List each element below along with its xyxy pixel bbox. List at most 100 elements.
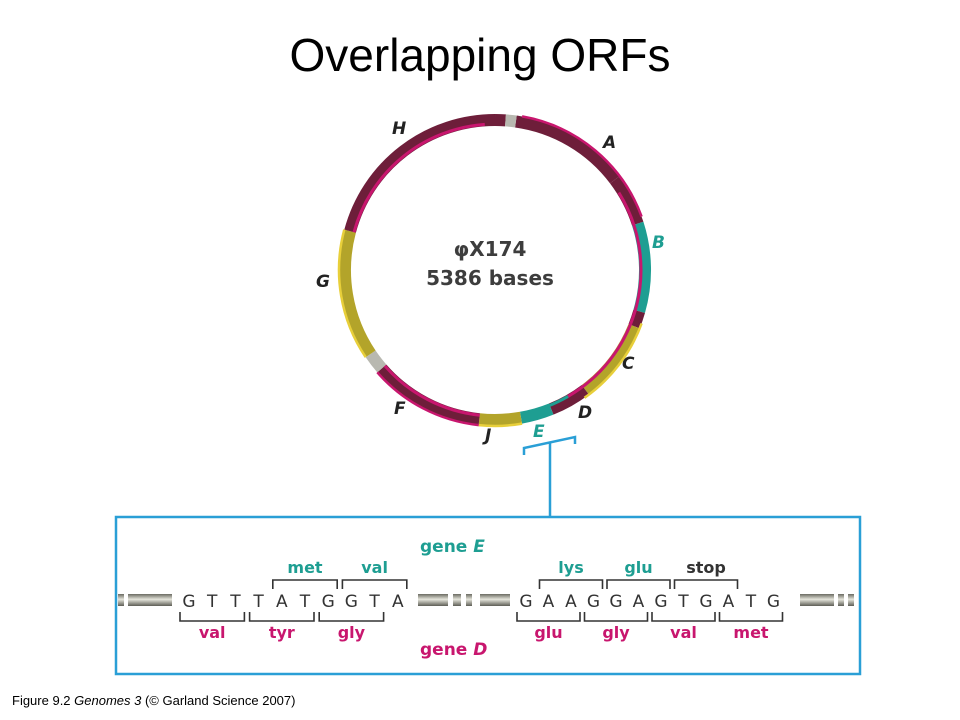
figure-caption: Figure 9.2 Genomes 3 (© Garland Science …: [12, 693, 295, 708]
codon-bracket: [248, 612, 315, 622]
dna-rod-mid-d: [480, 594, 510, 606]
outer-strand-c: [583, 322, 643, 399]
codon-bracket: [179, 612, 246, 622]
gene-label-d: D: [578, 403, 592, 423]
genome-map: [337, 114, 652, 428]
gene-a-segment-2: [609, 176, 644, 226]
phix174-diagram: φX174 5386 bases H A B C D E J F G gene …: [114, 114, 862, 676]
codon-bracket: [718, 612, 784, 622]
right-base: G: [609, 592, 622, 612]
inner-strand-e: [525, 395, 569, 415]
gene-label-f: F: [394, 399, 406, 419]
dna-rod-left-end: [118, 594, 124, 606]
gap-markers: [505, 114, 517, 128]
gene-a-tail-segment: [628, 309, 645, 329]
gene-label-j: J: [482, 426, 491, 446]
left-base: T: [206, 592, 218, 612]
amino-acid-label: tyr: [269, 623, 295, 642]
amino-acids: met val lys glu stop val tyr gly glu gly val met: [199, 558, 769, 642]
inner-strand-a: [567, 191, 643, 398]
genome-size: 5386 bases: [426, 266, 554, 290]
right-base: A: [633, 592, 645, 612]
codon-bracket: [516, 612, 581, 622]
gene-d-label: gene D: [420, 640, 487, 660]
genome-name: φX174: [454, 237, 527, 261]
caption-book: Genomes 3: [74, 693, 142, 708]
left-base: G: [182, 592, 195, 612]
dna-rod-mid-a: [418, 594, 448, 606]
right-base: G: [699, 592, 712, 612]
amino-acid-label: met: [287, 558, 323, 577]
amino-acid-label: glu: [624, 558, 652, 577]
codon-bracket: [673, 579, 739, 589]
right-base: A: [723, 592, 735, 612]
gene-label-h: H: [392, 119, 406, 139]
gene-label-b: B: [652, 233, 665, 253]
gene-label-c: C: [622, 354, 635, 374]
amino-acid-label: val: [361, 558, 388, 577]
gene-f-segment: [377, 364, 481, 426]
left-base: G: [345, 592, 358, 612]
gene-b-segment: [631, 221, 652, 313]
left-base: T: [229, 592, 241, 612]
inner-strand-f: [383, 364, 480, 417]
dna-rod-mid-c: [466, 594, 472, 606]
inner-strand-h: [352, 122, 485, 233]
right-base: A: [565, 592, 577, 612]
gene-e-label: gene E: [420, 537, 485, 557]
codon-bracket: [538, 579, 604, 589]
outer-ring-arcs: [338, 114, 652, 426]
gene-label-e: E: [533, 422, 545, 442]
gene-g-segment: [338, 229, 376, 358]
right-base: T: [745, 592, 757, 612]
amino-acid-label: stop: [686, 558, 726, 577]
outer-strand-f: [376, 371, 479, 427]
amino-acid-label: met: [733, 623, 769, 642]
amino-acid-label: gly: [338, 623, 366, 642]
left-base: T: [252, 592, 264, 612]
amino-acid-label: val: [670, 623, 697, 642]
gene-h-segment: [344, 114, 496, 233]
left-base: G: [322, 592, 335, 612]
left-base: A: [392, 592, 404, 612]
gene-e-segment: [519, 403, 554, 424]
caption-prefix: Figure 9.2: [12, 693, 75, 708]
right-base: A: [543, 592, 555, 612]
left-base: T: [368, 592, 380, 612]
gene-d-segment: [548, 384, 589, 415]
gene-label-g: G: [316, 272, 330, 292]
right-base: G: [587, 592, 600, 612]
outer-strand-j: [478, 422, 523, 428]
amino-acid-label: glu: [534, 623, 562, 642]
codon-bracket: [651, 612, 716, 622]
dna-rods: [118, 594, 854, 606]
caption-suffix: (© Garland Science 2007): [141, 693, 296, 708]
right-base: G: [767, 592, 780, 612]
amino-acid-label: val: [199, 623, 226, 642]
codon-bracket: [341, 579, 408, 589]
gap-segment-ha: [505, 114, 517, 128]
codon-bracket: [272, 579, 338, 589]
codon-bracket: [583, 612, 649, 622]
gap-segment-fg: [365, 350, 387, 373]
dna-rod-left: [128, 594, 172, 606]
amino-acid-label: lys: [558, 558, 583, 577]
right-base: T: [677, 592, 689, 612]
slide-title: Overlapping ORFs: [289, 29, 671, 81]
right-base: G: [654, 592, 667, 612]
dna-rod-right-end-a: [838, 594, 844, 606]
dna-rod-right-end-b: [848, 594, 854, 606]
inner-ring-arcs: [337, 115, 643, 428]
codon-bracket: [318, 612, 385, 622]
outer-strand-g: [337, 229, 367, 358]
codon-brackets: [179, 579, 784, 622]
dna-rod-right: [800, 594, 834, 606]
left-base: T: [299, 592, 311, 612]
right-base: G: [519, 592, 532, 612]
gene-j-segment: [478, 411, 523, 426]
gene-a-segment: [514, 115, 620, 184]
outer-strand-a: [521, 115, 643, 218]
amino-acid-label: gly: [602, 623, 630, 642]
